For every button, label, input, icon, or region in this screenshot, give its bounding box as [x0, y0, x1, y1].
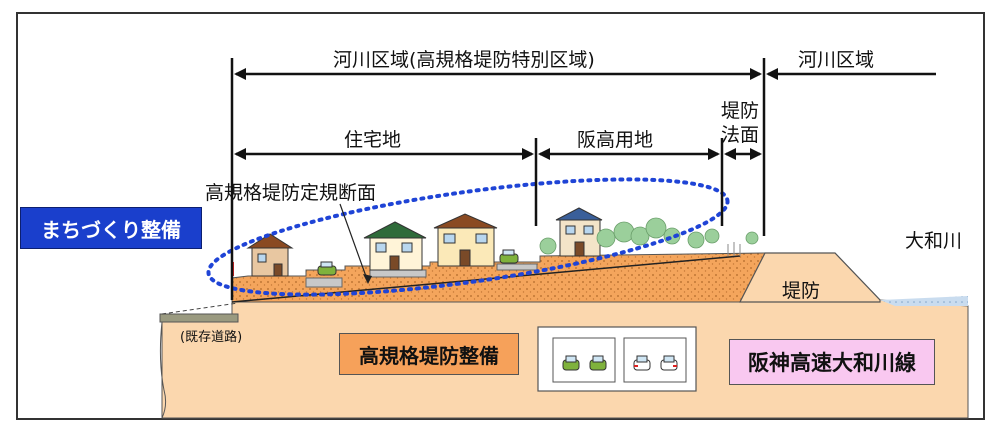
yamato-river-label: 大和川	[905, 230, 963, 252]
car-icon	[589, 355, 607, 371]
river-water	[880, 296, 968, 306]
river-area-label: 河川区域	[798, 49, 875, 71]
levee-label: 堤防	[782, 280, 821, 302]
existing-road-label: (既存道路)	[180, 330, 243, 345]
ground-left-edge	[159, 321, 167, 419]
existing-road	[159, 313, 239, 323]
standard-section-ellipse	[206, 177, 730, 297]
car-icon	[562, 355, 580, 371]
car-icon	[660, 355, 678, 371]
house-icon	[433, 213, 498, 267]
levee-mound	[739, 252, 881, 303]
machizukuri-box: まちづくり整備	[20, 207, 202, 249]
super-levee-box: 高規格堤防整備	[339, 333, 519, 375]
levee-slope-label-1: 堤防	[721, 100, 760, 122]
tunnel-icon	[552, 337, 616, 383]
residential-label: 住宅地	[344, 129, 402, 151]
house-icon	[363, 221, 427, 271]
levee-slope-label-2: 法面	[721, 124, 760, 146]
diagram-frame	[16, 12, 985, 420]
tunnel-icon	[623, 337, 687, 383]
tree-icon	[539, 217, 759, 255]
hanshin-land-label: 阪高用地	[577, 129, 654, 151]
car-icon	[633, 355, 651, 371]
river-area-special-label: 河川区域(高規格堤防特別区域)	[333, 49, 595, 71]
car-icon	[317, 261, 337, 276]
standard-section-label: 高規格堤防定規断面	[205, 182, 377, 204]
car-icon	[499, 249, 519, 264]
expressway-box: 阪神高速大和川線	[729, 339, 935, 385]
house-icon	[555, 207, 603, 257]
house-icon	[246, 233, 294, 277]
